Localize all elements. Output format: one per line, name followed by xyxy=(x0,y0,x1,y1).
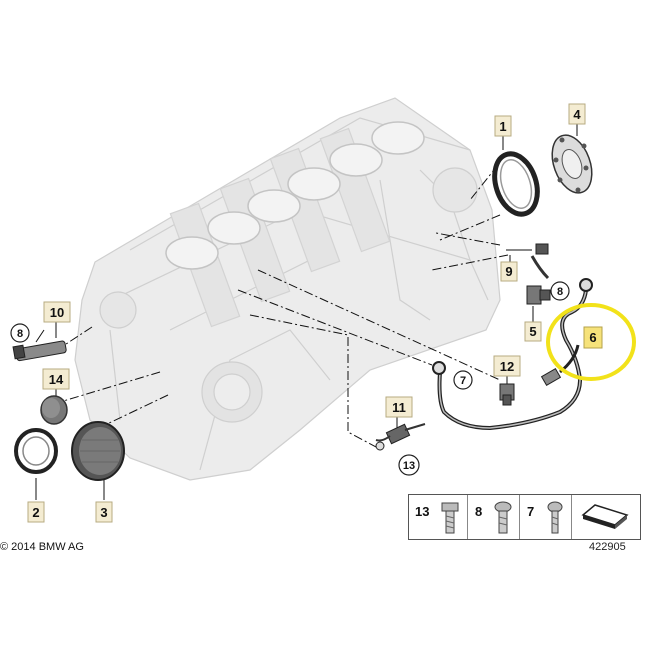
part-4-sensor-wheel xyxy=(551,123,593,194)
part-14-plug xyxy=(40,388,68,425)
legend-tool-cell xyxy=(571,495,640,539)
highlight-ring xyxy=(546,303,636,381)
circled-callout-8-sensor[interactable]: 8 xyxy=(550,281,570,301)
bolt-icon xyxy=(441,502,459,534)
svg-text:3: 3 xyxy=(100,505,107,520)
diagram-number: 422905 xyxy=(589,541,626,553)
callout-5[interactable]: 5 xyxy=(524,321,542,342)
legend-number: 13 xyxy=(415,504,430,519)
svg-text:11: 11 xyxy=(392,400,406,415)
svg-text:14: 14 xyxy=(49,372,64,387)
bolt-icon xyxy=(494,501,512,534)
legend-number: 7 xyxy=(527,504,535,519)
circled-callout-13[interactable]: 13 xyxy=(398,454,420,476)
tool-icon xyxy=(581,504,629,529)
part-1-ring-seal xyxy=(492,136,540,217)
part-3-cover xyxy=(71,421,125,500)
legend-number: 8 xyxy=(475,504,483,519)
svg-text:1: 1 xyxy=(499,119,506,134)
svg-text:5: 5 xyxy=(529,324,536,339)
part-10-sensor xyxy=(12,320,67,362)
svg-text:7: 7 xyxy=(460,375,466,387)
svg-text:12: 12 xyxy=(500,359,514,374)
svg-text:8: 8 xyxy=(557,286,563,298)
part-12-sensor xyxy=(499,376,515,406)
svg-text:8: 8 xyxy=(17,328,23,340)
svg-text:4: 4 xyxy=(573,107,581,122)
circled-callout-8-switch[interactable]: 8 xyxy=(10,323,30,343)
callout-10[interactable]: 10 xyxy=(43,301,71,323)
engine-block xyxy=(74,97,501,481)
svg-text:10: 10 xyxy=(50,305,64,320)
callout-11[interactable]: 11 xyxy=(385,396,413,418)
bolt-icon xyxy=(547,501,563,534)
circled-callout-7[interactable]: 7 xyxy=(453,370,473,390)
callout-6[interactable]: 6 xyxy=(583,326,603,349)
legend-item-13[interactable]: 13 xyxy=(409,495,468,539)
callout-12[interactable]: 12 xyxy=(493,355,521,377)
part-11-sensor xyxy=(375,417,426,451)
svg-text:2: 2 xyxy=(32,505,39,520)
copyright-text: © 2014 BMW AG xyxy=(0,541,84,553)
part-2-seal-ring xyxy=(14,428,58,500)
svg-text:9: 9 xyxy=(505,264,512,279)
legend-item-8[interactable]: 8 xyxy=(467,495,520,539)
callout-3[interactable]: 3 xyxy=(95,501,113,523)
callout-4[interactable]: 4 xyxy=(568,103,586,125)
callout-2[interactable]: 2 xyxy=(27,501,45,523)
svg-text:13: 13 xyxy=(403,460,415,472)
svg-text:6: 6 xyxy=(589,330,596,345)
legend-item-7[interactable]: 7 xyxy=(519,495,572,539)
fastener-legend: 13 8 7 xyxy=(408,494,641,540)
callout-9[interactable]: 9 xyxy=(500,261,518,282)
callout-14[interactable]: 14 xyxy=(42,368,70,390)
cylinder-bores xyxy=(165,121,425,270)
callout-1[interactable]: 1 xyxy=(494,115,512,137)
part-5-sensor xyxy=(526,285,551,322)
part-9-sensor xyxy=(506,243,550,280)
